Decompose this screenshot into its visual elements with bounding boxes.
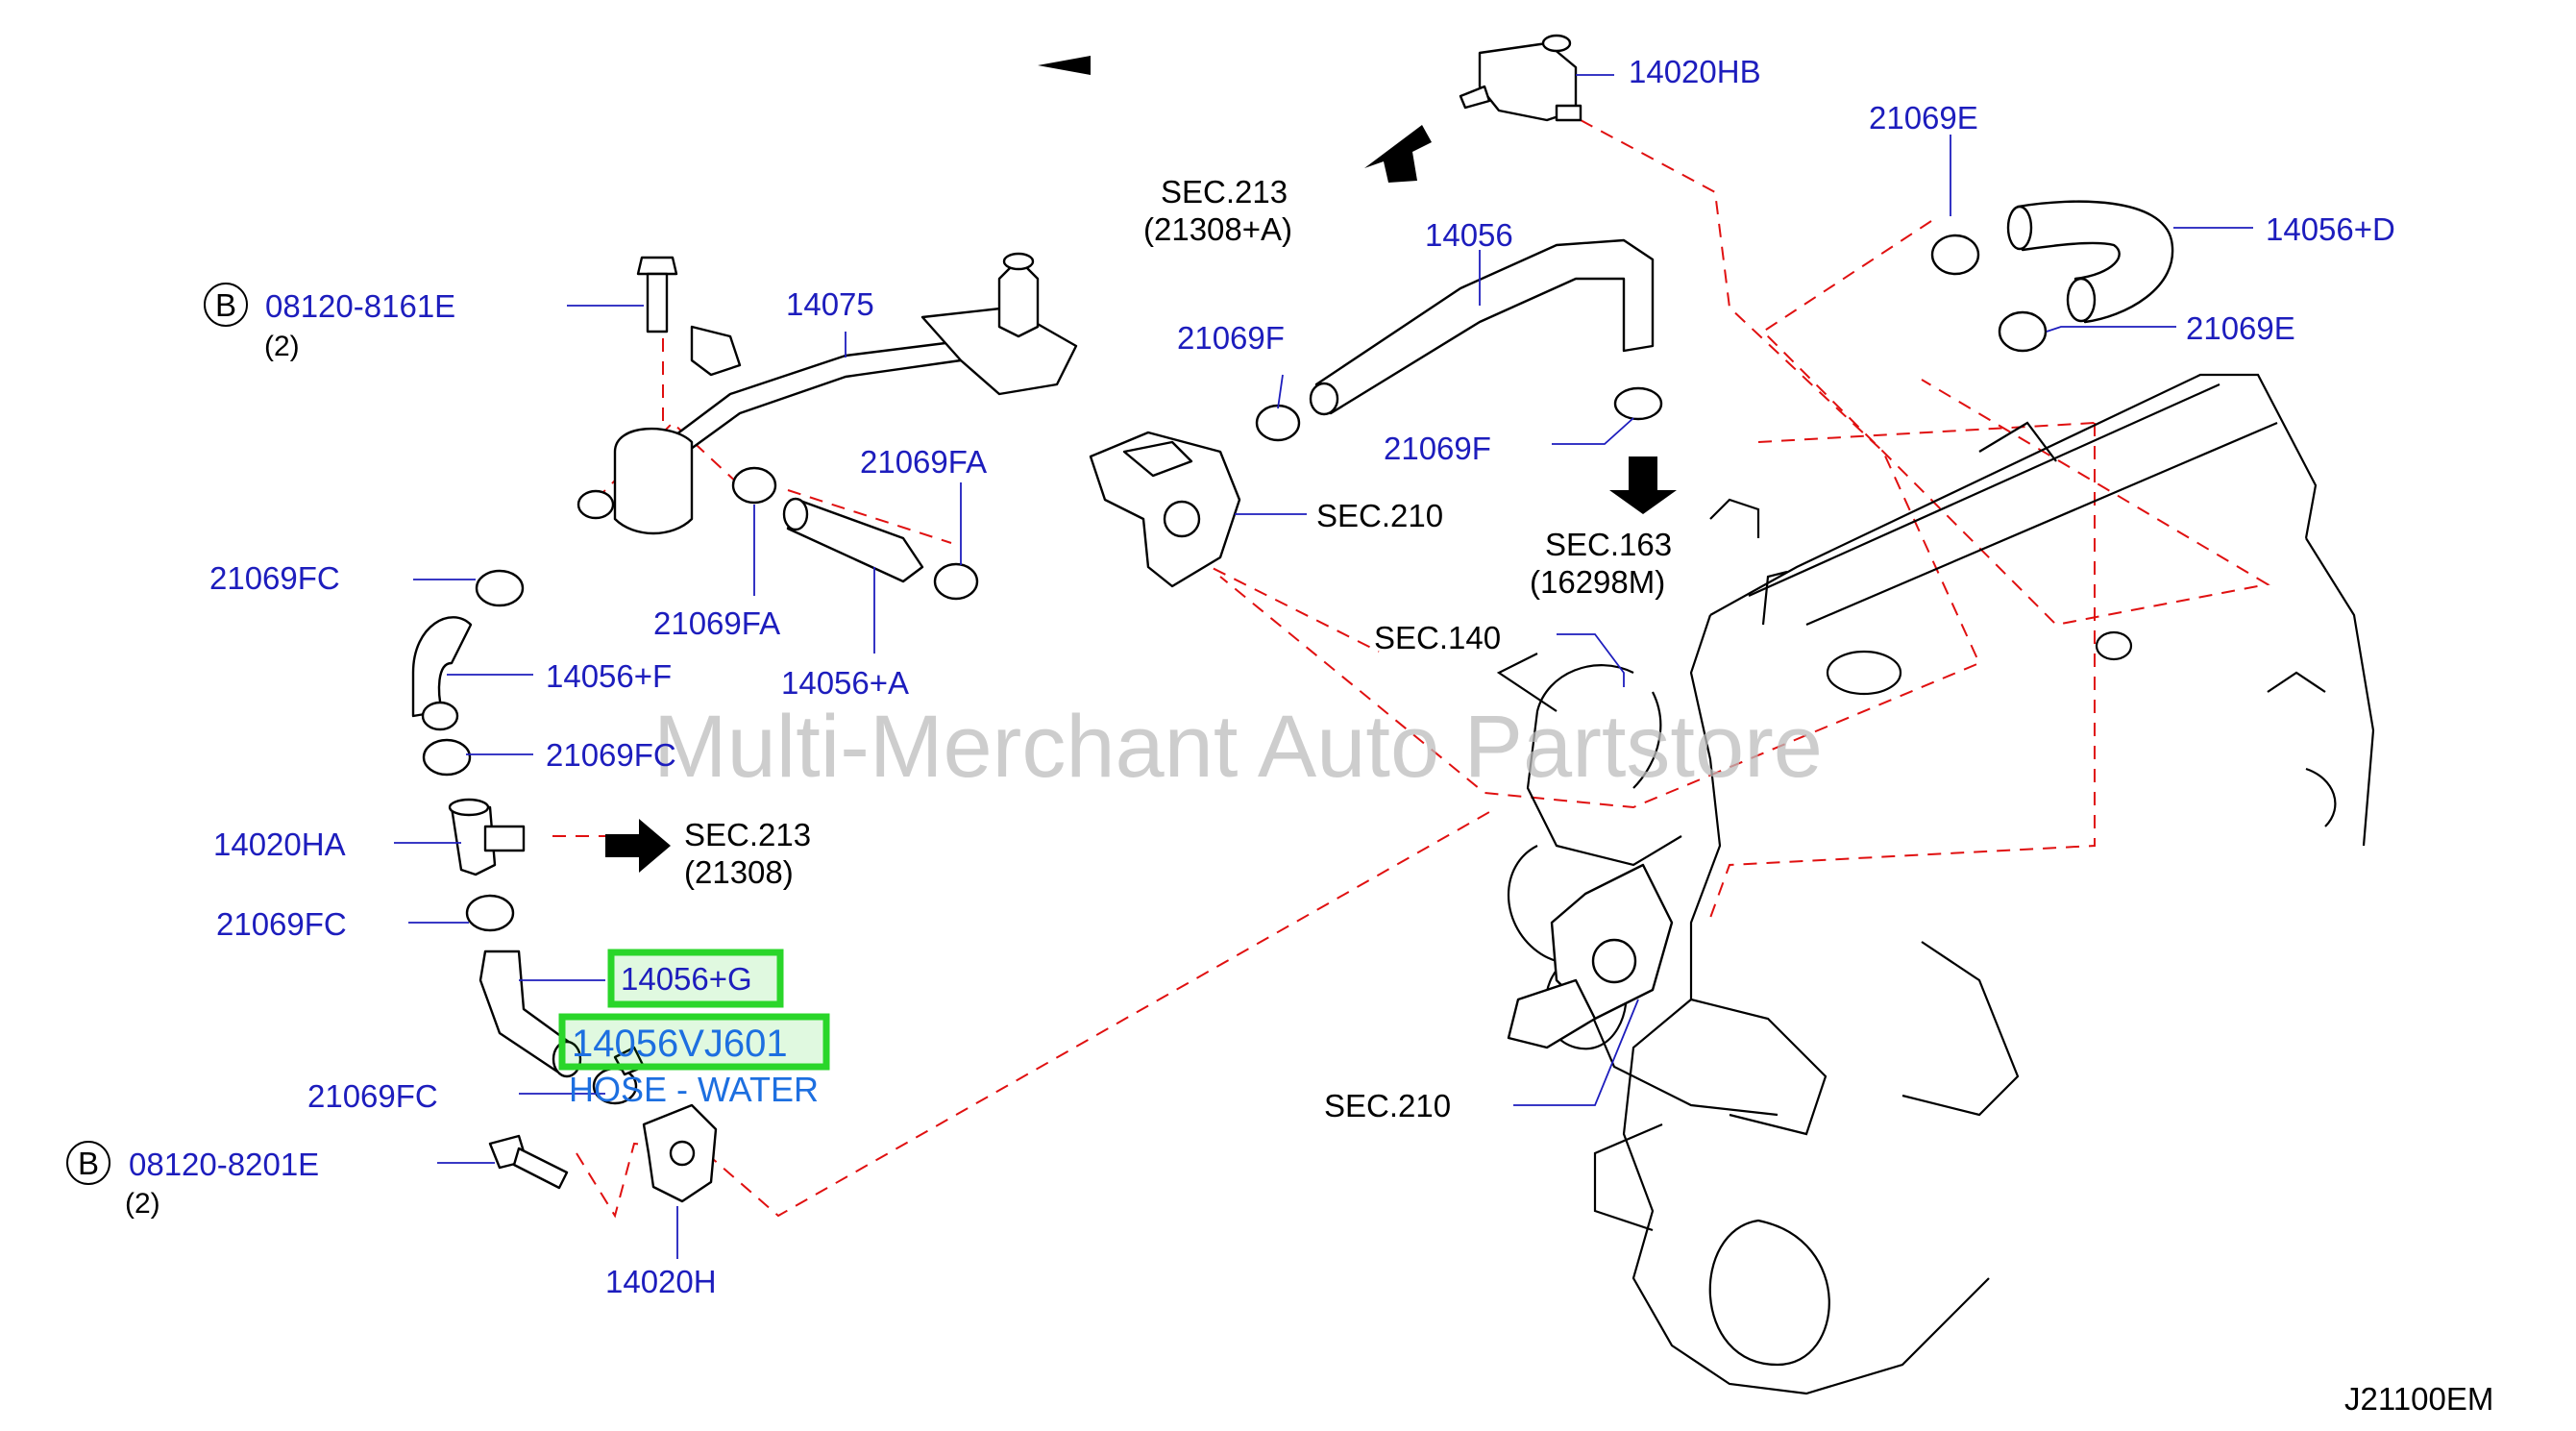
hose-clamps xyxy=(422,234,2048,1105)
section-213-top-sub: (21308+A) xyxy=(1143,211,1292,247)
section-163[interactable]: SEC.163 xyxy=(1545,527,1672,562)
bolt-number[interactable]: 08120-8201E xyxy=(129,1147,319,1182)
label-21069fc-1[interactable]: 21069FC xyxy=(209,560,340,596)
label-21069fc-4[interactable]: 21069FC xyxy=(307,1078,438,1114)
bolt-callout-1[interactable]: B 08120-8161E (2) xyxy=(204,283,455,362)
bolt-quantity: (2) xyxy=(125,1188,160,1220)
water-pump xyxy=(1507,863,1674,1049)
label-14020hb[interactable]: 14020HB xyxy=(1629,54,1761,89)
water-tube-14075 xyxy=(577,252,1078,535)
arrow-to-sec213-top-icon xyxy=(1364,125,1432,183)
bolt-quantity: (2) xyxy=(264,331,300,362)
section-213-left-sub: (21308) xyxy=(684,854,794,890)
section-140[interactable]: SEC.140 xyxy=(1374,620,1501,655)
bolt-marker-circle xyxy=(66,1141,110,1185)
label-14056[interactable]: 14056 xyxy=(1425,217,1513,253)
connector-14020ha xyxy=(448,798,526,876)
label-14075[interactable]: 14075 xyxy=(786,286,874,322)
label-21069fc-2[interactable]: 21069FC xyxy=(546,737,676,773)
bolts xyxy=(488,256,678,1190)
section-213-left[interactable]: SEC.213 xyxy=(684,817,811,852)
leader-lines xyxy=(394,74,2253,1259)
arrow-to-sec163-icon xyxy=(1609,456,1677,514)
water-outlet-sec210 xyxy=(1089,431,1241,588)
bolt-marker-circle xyxy=(204,283,248,327)
label-21069fc-3[interactable]: 21069FC xyxy=(216,906,347,942)
section-210-bottom[interactable]: SEC.210 xyxy=(1324,1088,1451,1123)
direction-arrow-icon xyxy=(1038,56,1091,75)
bolt-marker-letter: B xyxy=(215,287,236,323)
connector-14020hb xyxy=(1459,34,1582,122)
label-14020ha[interactable]: 14020HA xyxy=(213,827,346,862)
label-21069e-top[interactable]: 21069E xyxy=(1869,100,1978,136)
section-arrows xyxy=(605,56,1677,873)
section-213-top[interactable]: SEC.213 xyxy=(1161,174,1288,210)
label-21069e-bottom[interactable]: 21069E xyxy=(2186,310,2295,346)
bolt-marker-letter: B xyxy=(78,1146,99,1181)
engine-block xyxy=(1496,373,2375,1395)
bolt-callout-2[interactable]: B 08120-8201E (2) xyxy=(66,1141,319,1220)
highlight-part-description: HOSE - WATER xyxy=(569,1070,819,1109)
highlight-box-14056-g xyxy=(607,949,784,1008)
section-210-mid[interactable]: SEC.210 xyxy=(1316,498,1443,533)
highlight-part-number[interactable]: 14056VJ601 xyxy=(572,1023,788,1065)
label-21069f-left[interactable]: 21069F xyxy=(1177,320,1285,356)
label-14056-a[interactable]: 14056+A xyxy=(781,665,909,701)
label-21069fa-bottom[interactable]: 21069FA xyxy=(653,605,780,641)
hose-14056-a xyxy=(782,497,924,583)
bolt-number[interactable]: 08120-8161E xyxy=(265,288,455,324)
highlight-box-14056vj601 xyxy=(558,1013,830,1071)
label-14020h[interactable]: 14020H xyxy=(605,1264,717,1299)
hose-14056-d xyxy=(2006,200,2174,324)
diagram-code: J21100EM xyxy=(2344,1381,2493,1417)
label-14056-d[interactable]: 14056+D xyxy=(2266,211,2395,247)
section-163-sub: (16298M) xyxy=(1530,564,1665,600)
label-21069f-right[interactable]: 21069F xyxy=(1384,431,1491,466)
label-21069fa-top[interactable]: 21069FA xyxy=(860,444,987,480)
label-14056-f[interactable]: 14056+F xyxy=(546,658,672,694)
hose-14056-f xyxy=(411,616,473,731)
label-14056-g[interactable]: 14056+G xyxy=(621,961,752,997)
hose-14056 xyxy=(1309,238,1655,416)
arrow-to-sec213-left-icon xyxy=(605,819,671,873)
watermark-text: Multi-Merchant Auto Partstore xyxy=(653,698,1823,796)
